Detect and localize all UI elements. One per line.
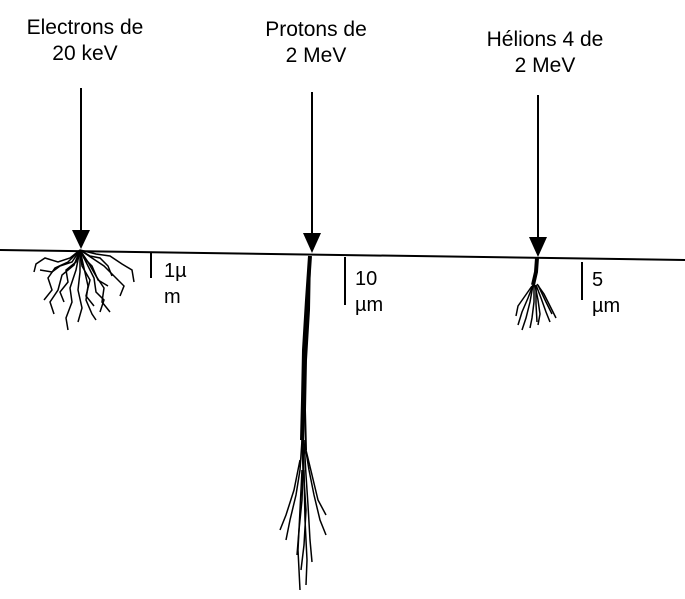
helions-scale-label: 5 µm [592,267,620,319]
electrons-tracks [34,250,134,330]
protons-title: Protons de 2 MeV [246,17,386,69]
protons-title-line1: Protons de [246,17,386,43]
helions-tracks [516,258,556,330]
helions-arrow [529,95,547,257]
helions-title-line1: Hélions 4 de [470,27,620,53]
electrons-scale-label: 1µ m [164,258,187,310]
electrons-arrow [72,88,90,249]
electrons-scale-line2: m [164,284,187,310]
protons-scale-label: 10 µm [355,266,383,318]
electrons-title: Electrons de 20 keV [10,15,160,67]
protons-title-line2: 2 MeV [246,43,386,69]
electrons-title-line2: 20 keV [10,41,160,67]
electrons-scale-line1: 1µ [164,258,187,284]
helions-scale-line1: 5 [592,267,620,293]
protons-scale-line1: 10 [355,266,383,292]
electrons-title-line1: Electrons de [10,15,160,41]
protons-scale-line2: µm [355,292,383,318]
helions-scale-line2: µm [592,293,620,319]
helions-title-line2: 2 MeV [470,53,620,79]
helions-title: Hélions 4 de 2 MeV [470,27,620,79]
protons-arrow [303,92,321,253]
protons-tracks [280,256,326,590]
